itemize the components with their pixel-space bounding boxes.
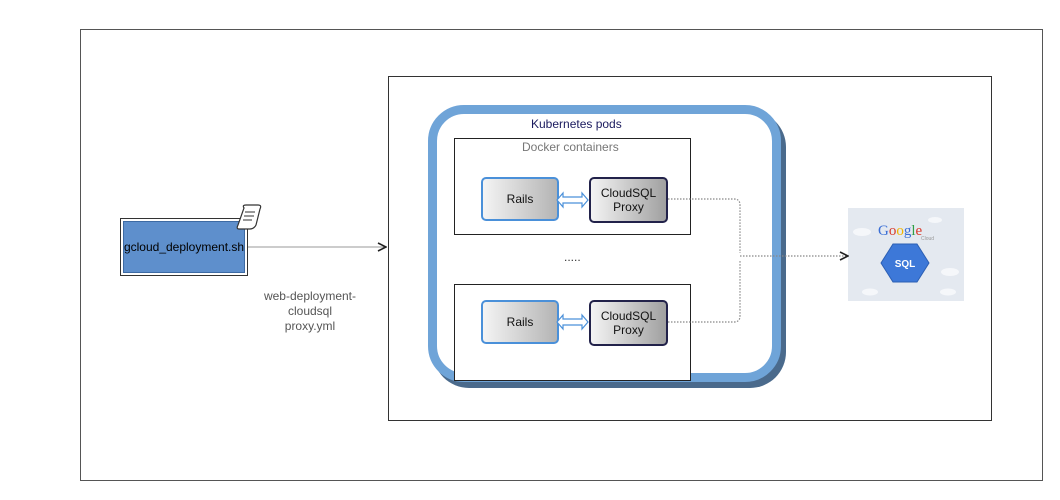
proxy-to-sql-connector (668, 198, 741, 253)
google-logo-text: Google (878, 223, 922, 240)
cluster-frame (388, 76, 992, 421)
yml-label-line: proxy.yml (284, 319, 336, 333)
google-letter: g (903, 223, 912, 239)
google-letter: o (888, 223, 897, 239)
yml-file-label: web-deployment- cloudsql proxy.yml (254, 289, 366, 334)
cloudsql-proxy-node[interactable]: CloudSQL Proxy (589, 300, 668, 346)
proxy-label-line1: CloudSQL (600, 186, 657, 200)
proxy-label-line2: Proxy (613, 200, 644, 214)
more-pods-ellipsis: ..... (564, 250, 581, 264)
cloudsql-proxy-node[interactable]: CloudSQL Proxy (589, 177, 668, 223)
google-letter: l (911, 223, 916, 239)
rails-label: Rails (506, 315, 534, 329)
yml-label-line: web-deployment- (263, 289, 357, 303)
proxy-label-line1: CloudSQL (600, 309, 657, 323)
sql-label: SQL (895, 259, 916, 270)
cloud-decoration-icon (853, 217, 959, 296)
script-node[interactable]: gcloud_deployment.sh (123, 221, 245, 273)
scroll-icon (236, 204, 262, 230)
cloud-logo-text: Cloud (921, 236, 935, 242)
cloud-sql-icon: SQL (880, 243, 930, 283)
docker-containers-label: Docker containers (522, 140, 619, 154)
rails-node[interactable]: Rails (481, 177, 559, 221)
google-letter: o (896, 223, 904, 239)
script-node-label: gcloud_deployment.sh (123, 240, 245, 254)
proxy-to-sql-connector (668, 260, 741, 323)
bidirectional-arrow-icon (556, 313, 589, 331)
rails-label: Rails (506, 192, 534, 206)
yml-label-line: cloudsql (287, 304, 333, 318)
kubernetes-pods-label: Kubernetes pods (531, 117, 622, 131)
bidirectional-arrow-icon (556, 191, 589, 209)
google-letter: e (915, 223, 923, 239)
outer-frame (80, 29, 1043, 481)
proxy-label-line2: Proxy (613, 323, 644, 337)
google-letter: G (878, 223, 889, 239)
